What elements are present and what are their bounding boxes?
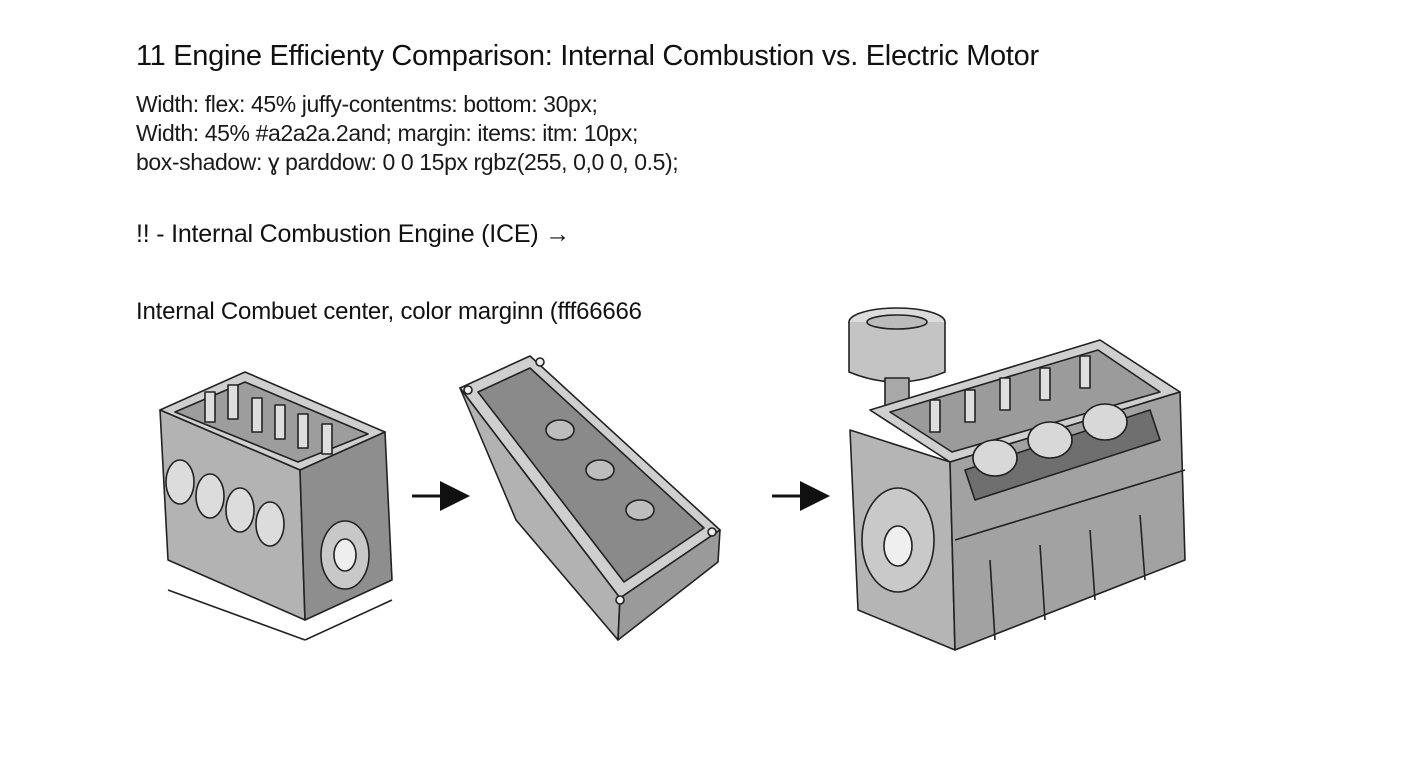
code-line-2: Width: 45% #a2a2a.2and; margin: items: i… xyxy=(136,120,638,146)
section-heading: !! - Internal Combustion Engine (ICE) → xyxy=(136,220,571,248)
code-text-block: Width: flex: 45% juffy-contentms: bottom… xyxy=(136,90,679,177)
oil-pan-illustration xyxy=(459,355,721,641)
figure-caption: Internal Combuet center, color marginn (… xyxy=(136,298,642,325)
code-line-3: box-shadow: ɣ parddow: 0 0 15px rgbz(255… xyxy=(136,149,679,175)
engine-block-illustration xyxy=(159,371,393,641)
assembled-engine-illustration xyxy=(848,307,1186,651)
page-title: 11 Engine Efficienty Comparison: Interna… xyxy=(136,40,1039,72)
code-line-1: Width: flex: 45% juffy-contentms: bottom… xyxy=(136,91,598,117)
